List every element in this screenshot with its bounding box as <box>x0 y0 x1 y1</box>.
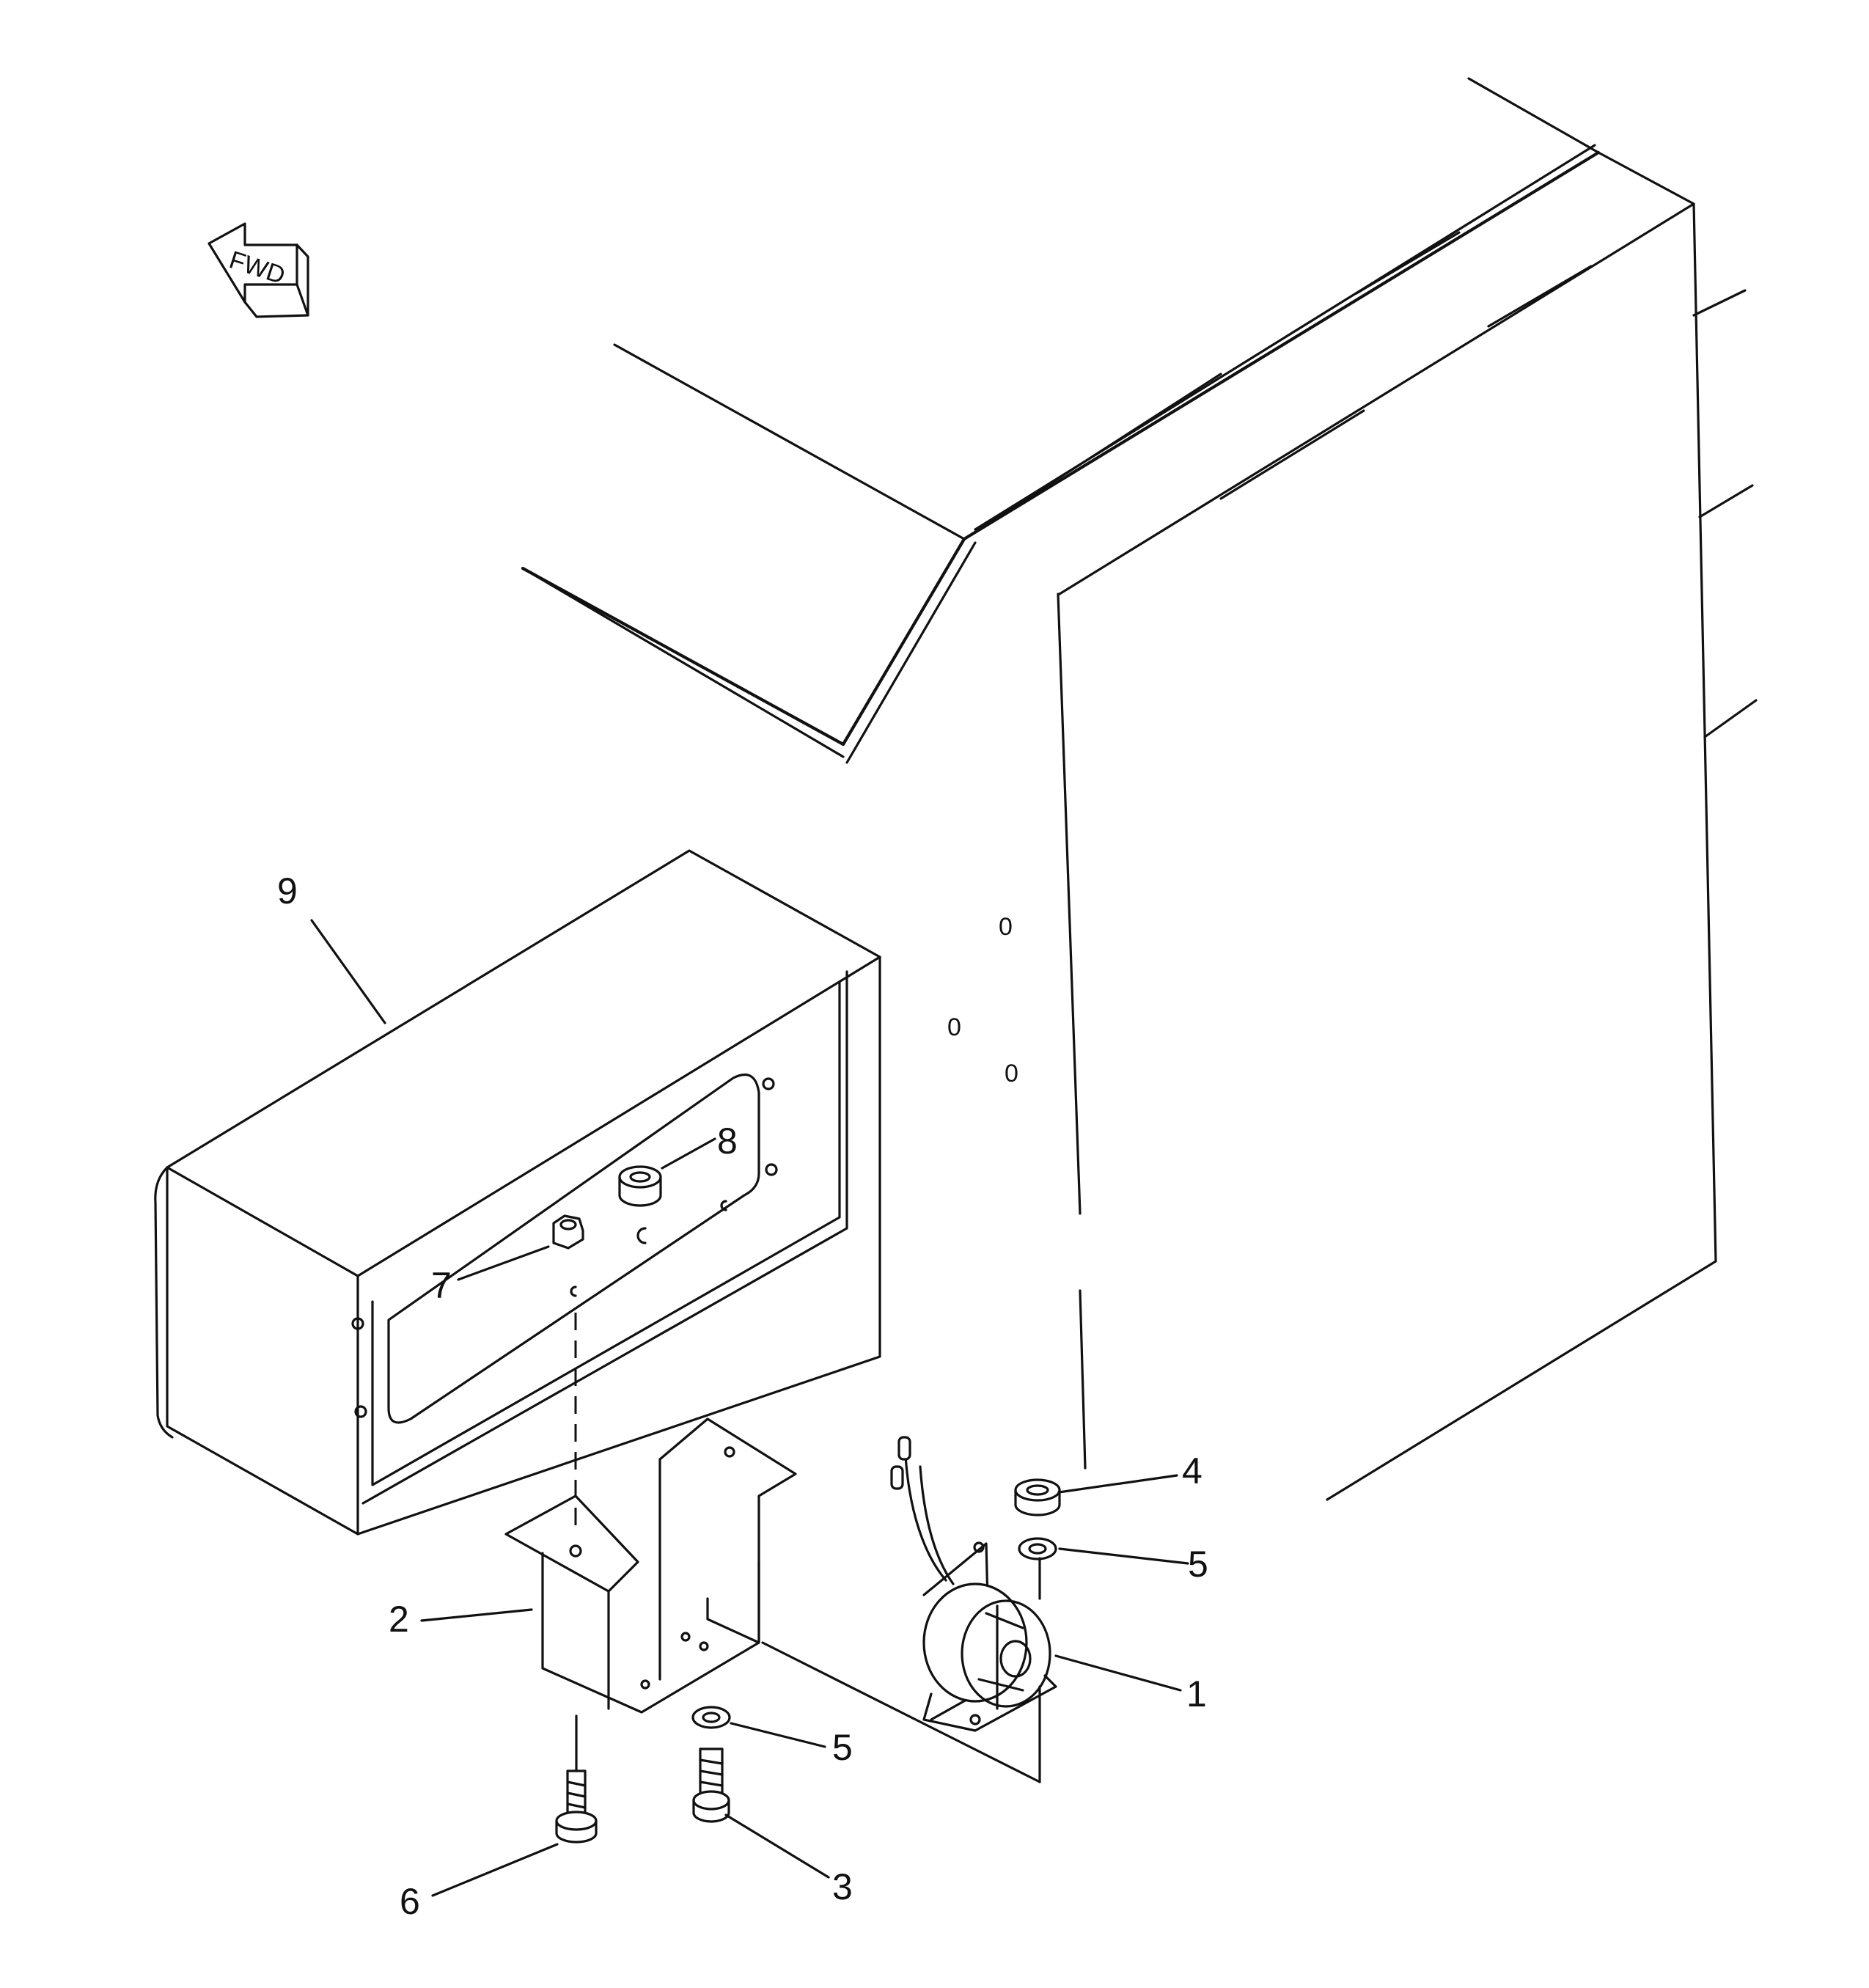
callout-5-upper: 5 <box>1188 1544 1208 1585</box>
callout-1: 1 <box>1186 1673 1207 1714</box>
bracket-part-2 <box>504 1417 797 1714</box>
horn-part-1 <box>761 1436 1057 1783</box>
callout-3: 3 <box>832 1866 853 1907</box>
callout-4: 4 <box>1182 1450 1202 1492</box>
svg-text:0: 0 <box>1005 1060 1018 1087</box>
callout-labels: 9 8 7 4 5 1 2 5 3 6 <box>277 870 1208 1922</box>
washer-part-5-lower <box>691 1706 731 1729</box>
housing-box-part-9 <box>154 849 881 1536</box>
nut-part-4 <box>1014 1478 1061 1516</box>
callout-7: 7 <box>431 1265 452 1306</box>
fwd-arrow-icon: FWD <box>208 222 309 318</box>
callout-2: 2 <box>389 1599 409 1640</box>
leader-lines <box>310 919 1189 1897</box>
callout-6: 6 <box>400 1881 420 1922</box>
svg-text:0: 0 <box>947 1013 961 1041</box>
svg-text:0: 0 <box>999 913 1013 941</box>
callout-5-lower: 5 <box>832 1727 853 1768</box>
bolt-part-6 <box>555 1714 598 1844</box>
nut-part-7 <box>552 1214 584 1250</box>
washer-part-5-upper <box>1018 1537 1057 1560</box>
callout-9: 9 <box>277 870 298 912</box>
grommet-part-8 <box>618 1165 662 1207</box>
machine-body-outline: 0 0 0 <box>521 77 1758 1501</box>
callout-8: 8 <box>717 1120 738 1162</box>
bolt-part-3 <box>692 1747 730 1823</box>
